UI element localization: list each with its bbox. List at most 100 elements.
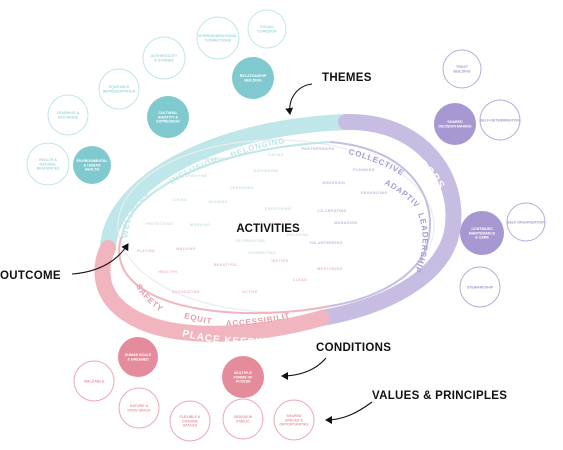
inner-purple-arc: [329, 141, 431, 307]
activity-word-celebrating: CELEBRATING: [235, 239, 265, 243]
bubble-circle: [26, 142, 70, 186]
bubble-label: WALKABLE: [84, 379, 105, 383]
outcome-arrow: [71, 243, 129, 275]
inner-teal-arc: [121, 141, 331, 237]
bubble-stewardship: STEWARDSHIP: [459, 266, 501, 308]
bubble-label: SELF-DETERMINATION: [480, 118, 520, 122]
bubble-circle: [442, 49, 482, 89]
values-principles-callout: VALUES & PRINCIPLES: [372, 390, 507, 402]
bubble-circle: [169, 400, 211, 442]
bubble-walkable: WALKABLE: [73, 360, 115, 402]
activity-word-engaging: ENGAGING: [323, 181, 346, 185]
bubble-label: SELF-ORGANIZATION: [507, 220, 545, 224]
bubble-human-scale-greened: HUMAN SCALE& GREENED: [118, 337, 158, 377]
values-arrow: [325, 401, 373, 424]
bubble-nature-open-space: NATURE &OPEN SPACE: [118, 387, 160, 429]
bubble-learning-exchange: LEARNING &EXCHANGE: [47, 94, 89, 136]
activity-word-protecting: PROTECTING: [145, 222, 173, 226]
bubble-circle: [222, 398, 264, 440]
bubble-label: STEWARDSHIP: [467, 285, 494, 289]
bubble-circle: [118, 387, 160, 429]
activity-word-advocating: ADVOCATING: [172, 290, 200, 294]
bubble-circle: [47, 94, 89, 136]
activity-word-partnerships: PARTNERSHIPS: [302, 147, 335, 151]
bubble-circle: [147, 96, 189, 138]
activity-word-living: LIVING: [173, 198, 187, 202]
bubble-circle: [273, 399, 315, 441]
activity-word-eating: EATING: [268, 153, 284, 157]
bubble-label: AUTHENTICITY& STORIES: [151, 54, 178, 62]
activity-word-beautiful: BEAUTIFUL: [214, 263, 238, 267]
bubble-label: LEARNING &EXCHANGE: [57, 111, 80, 119]
bubble-circle: [142, 36, 186, 80]
neighbors-ring-segment: [314, 113, 462, 326]
conditions-callout: CONDITIONS: [316, 342, 391, 354]
bubble-circle: [434, 103, 476, 145]
conditions-arrow: [281, 357, 327, 380]
callouts: THEMES OUTCOME CONDITIONS VALUES & PRINC…: [0, 72, 507, 424]
activity-word-exercising: EXERCISING: [265, 207, 291, 211]
activity-word-invited: INVITED: [272, 259, 289, 263]
bubble-circle: [73, 360, 115, 402]
bubble-circle: [232, 57, 274, 99]
bubble-circle: [118, 337, 158, 377]
bubble-circle: [247, 9, 287, 49]
activity-word-clean: CLEAN: [293, 278, 307, 282]
activity-word-planning: PLANNING: [353, 168, 375, 172]
bubble-circle: [506, 202, 546, 242]
activity-word-walking: WALKING: [176, 247, 196, 251]
bubble-self-organization: SELF-ORGANIZATION: [506, 202, 546, 242]
bubble-label: NATURE &OPEN SPACE: [127, 404, 151, 412]
activity-word-volunteering: VOLUNTEERING: [309, 241, 342, 245]
activity-word-healthy: HEALTHY: [158, 270, 178, 274]
activity-word-mentoring: MENTORING: [317, 267, 343, 271]
bubble-label: HUMAN SCALE& GREENED: [125, 353, 152, 361]
activity-word-working: WORKING: [190, 223, 211, 227]
activity-word-gathering: GATHERING: [254, 169, 279, 173]
bubble-circle: [196, 16, 240, 60]
outer-ring: [94, 113, 462, 342]
bubble-authenticity-stories: AUTHENTICITY& STORIES: [142, 36, 186, 80]
bubble-circle: [459, 266, 501, 308]
bubble-circle: [222, 356, 264, 398]
activity-word-relaxing: RELAXING: [287, 233, 309, 237]
activity-words: PARTNERSHIPS EATING GARDENING GATHERING STUD…: [137, 147, 387, 294]
outcome-callout: OUTCOME: [0, 270, 61, 282]
themes-callout: THEMES: [322, 72, 372, 84]
activity-word-co-creating: CO-CREATING: [317, 209, 347, 213]
activity-word-playing: PLAYING: [137, 249, 155, 253]
activity-word-connecting: CONNECTING: [248, 251, 276, 255]
activity-word-studying: STUDYING: [185, 174, 207, 178]
activity-word-active: ACTIVE: [242, 290, 258, 294]
activity-word-gardening: GARDENING: [203, 157, 229, 161]
place-keeping-ring-segment: [94, 240, 330, 342]
activity-word-designing: DESIGNING: [230, 186, 254, 190]
activity-word-sharing: SHARING: [208, 200, 227, 204]
bubble-circle: [479, 99, 521, 141]
activity-word-managing: MANAGING: [334, 221, 357, 225]
